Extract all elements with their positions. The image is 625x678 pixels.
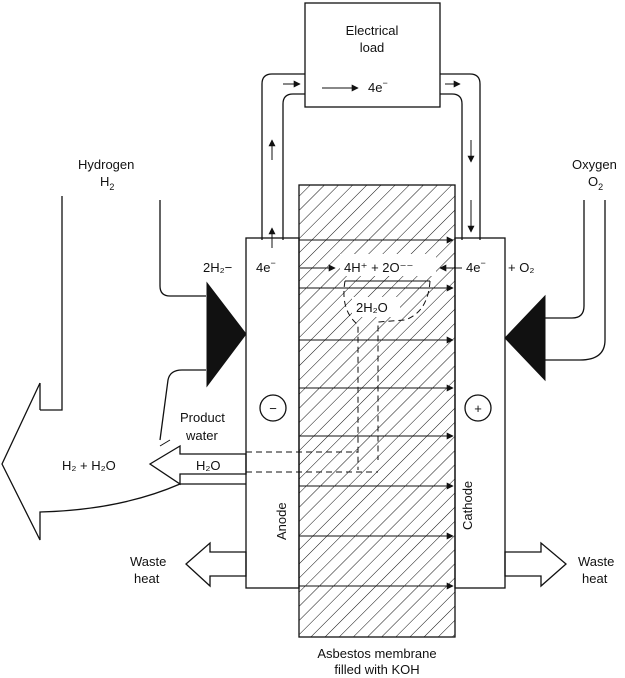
anode-sign: − — [269, 401, 277, 416]
oxygen-inlet-pipe — [545, 200, 584, 318]
waste-heat-right-line2: heat — [582, 571, 608, 586]
exhaust-label: H₂ + H₂O — [62, 458, 116, 473]
waste-heat-left-arrow — [186, 543, 246, 586]
asbestos-membrane — [299, 185, 455, 637]
cathode-label: Cathode — [460, 481, 475, 530]
hydrogen-inlet-nozzle — [207, 283, 246, 386]
membrane-caption-line1: Asbestos membrane — [317, 646, 436, 661]
product-water-label-line1: Product — [180, 410, 225, 425]
h2o-label: H₂O — [196, 458, 221, 473]
waste-heat-right-arrow — [505, 543, 566, 586]
ionic-reaction-label: 4H⁺ + 2O⁻⁻ — [344, 260, 413, 275]
hydrogen-inlet-pipe — [160, 200, 206, 296]
waste-heat-left-line2: heat — [134, 571, 160, 586]
waste-heat-left-line1: Waste — [130, 554, 166, 569]
oxygen-inlet-nozzle — [505, 296, 545, 380]
hydrogen-label: Hydrogen — [78, 157, 134, 172]
exhaust-pipe-upper — [40, 196, 62, 410]
oxygen-return-pipe — [545, 200, 605, 360]
cathode-reaction-label: + O₂ — [508, 260, 534, 275]
water-formed-label: 2H₂O — [356, 300, 388, 315]
electrical-load-label-line2: load — [360, 40, 385, 55]
oxygen-formula: O2 — [588, 174, 603, 192]
product-water-label-line2: water — [185, 428, 218, 443]
anode-reaction-label: 2H₂− — [203, 260, 232, 275]
hydrogen-supply: Hydrogen H2 — [78, 157, 246, 440]
electrical-load: Electrical load 4e− — [305, 3, 440, 107]
hydrogen-formula: H2 — [100, 174, 114, 192]
waste-heat-right-line1: Waste — [578, 554, 614, 569]
anode-label: Anode — [274, 502, 289, 540]
oxygen-label: Oxygen — [572, 157, 617, 172]
electrical-load-label-line1: Electrical — [346, 23, 399, 38]
external-electron-label: 4e− — [368, 78, 388, 95]
product-water-line — [160, 440, 170, 446]
membrane-caption-line2: filled with KOH — [334, 662, 419, 677]
cathode-sign: + — [474, 401, 482, 416]
fuel-cell-body — [246, 185, 505, 637]
